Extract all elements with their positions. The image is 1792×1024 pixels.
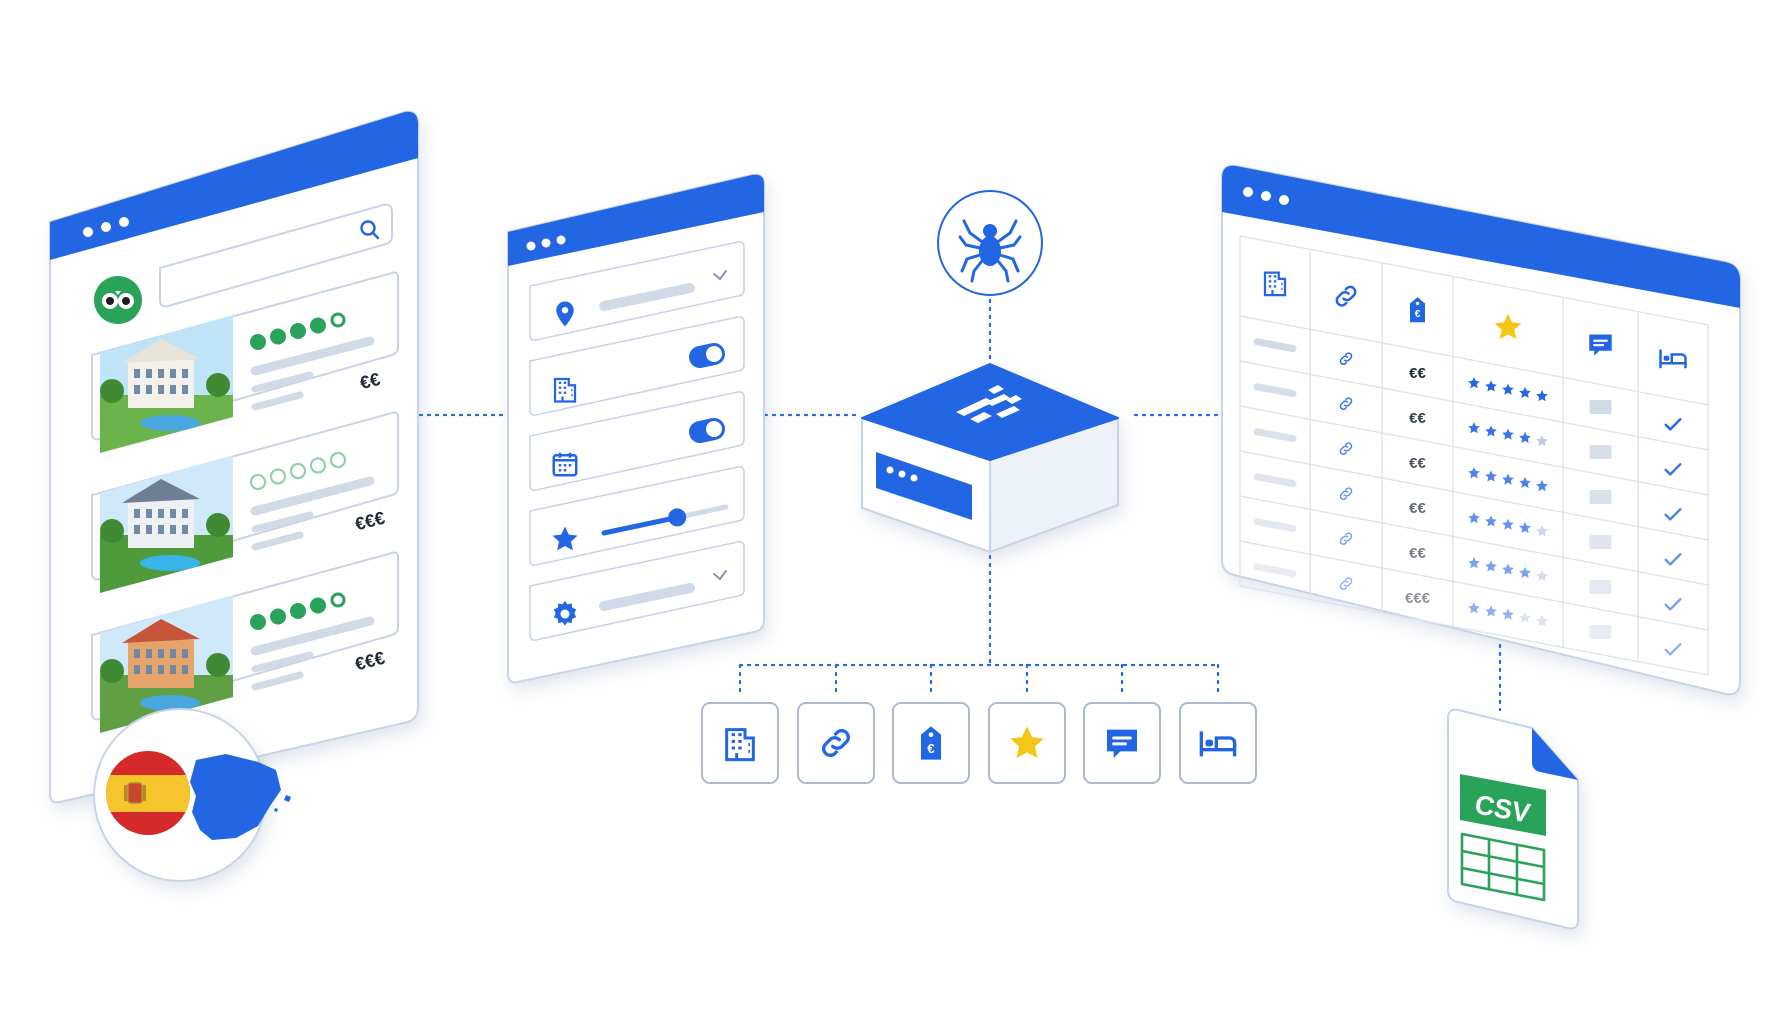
table-row: €€ — [1253, 428, 1682, 521]
price-cell: €€ — [1409, 500, 1426, 517]
scraper-server — [861, 363, 1119, 554]
table-row: €€ — [1253, 518, 1682, 611]
server-front-panel — [876, 452, 972, 520]
connector-scraper-to-fields — [738, 546, 1220, 698]
listing-window-titlebar — [50, 111, 418, 260]
rating-dots — [249, 451, 347, 491]
rating-slider[interactable] — [601, 504, 729, 536]
rating-dots — [250, 312, 346, 350]
chevron-down-icon[interactable] — [713, 270, 727, 281]
filter-window-controls — [526, 235, 566, 251]
review-placeholder — [1589, 444, 1612, 459]
filter-row[interactable] — [529, 316, 745, 416]
hotel-card[interactable]: €€€ — [91, 551, 399, 746]
field-box — [988, 702, 1066, 784]
filter-row[interactable] — [529, 541, 745, 641]
toggle-switch[interactable] — [689, 418, 725, 443]
table-row: €€€ — [1253, 563, 1682, 656]
price-cell: €€ — [1409, 455, 1426, 472]
field-box — [797, 702, 875, 784]
scraper-logo-icon — [956, 385, 1022, 423]
server-status-lights — [886, 466, 918, 482]
dropdown-value-placeholder — [599, 583, 695, 611]
filter-row[interactable] — [529, 391, 745, 491]
price-cell: €€ — [1409, 365, 1426, 382]
dropdown-value-placeholder — [599, 283, 695, 311]
hotel-price: €€ — [358, 369, 382, 393]
spider-icon — [958, 219, 1022, 283]
hotel-detail-placeholder — [251, 391, 304, 411]
hotel-name-placeholder — [1253, 563, 1297, 578]
review-placeholder — [1589, 489, 1612, 504]
hotel-name-placeholder — [1253, 428, 1297, 443]
slider-handle[interactable] — [668, 508, 687, 527]
field-box — [892, 702, 970, 784]
field-box — [1179, 702, 1257, 784]
review-placeholder — [1589, 579, 1612, 594]
filter-window-titlebar — [508, 174, 764, 266]
search-bar[interactable] — [159, 203, 393, 308]
price-cell: €€ — [1409, 545, 1426, 562]
hotel-detail-placeholder — [251, 371, 314, 393]
filter-row[interactable] — [529, 466, 745, 566]
toggle-switch[interactable] — [689, 343, 725, 368]
hotel-name-placeholder — [250, 336, 375, 376]
hotel-detail-placeholder — [251, 531, 304, 551]
hotel-card-list: €€€€€€€€ — [91, 271, 399, 746]
filter-list — [529, 241, 745, 641]
owl-logo-icon — [94, 276, 142, 324]
hotel-name-placeholder — [1253, 473, 1297, 488]
spain-flag-icon — [106, 751, 190, 835]
review-placeholder — [1589, 534, 1612, 549]
hotel-name-placeholder — [1253, 338, 1297, 353]
hotel-detail-placeholder — [251, 651, 314, 673]
csv-grid-icon — [1460, 832, 1546, 902]
csv-label-box — [1460, 774, 1546, 836]
table-row: €€ — [1253, 473, 1682, 566]
connector-lines — [418, 298, 1502, 712]
filter-row[interactable] — [529, 241, 745, 341]
field-icon-row — [701, 702, 1257, 784]
csv-file-fold — [1532, 728, 1578, 780]
hotel-detail-placeholder — [251, 671, 304, 691]
rating-dots — [250, 592, 346, 630]
spain-map-icon — [190, 754, 291, 840]
hotel-name-placeholder — [1253, 383, 1297, 398]
price-cell: €€€ — [1405, 590, 1431, 607]
table-row: €€ — [1253, 338, 1682, 431]
price-cell: €€ — [1409, 410, 1426, 427]
field-box — [701, 702, 779, 784]
table-window — [1221, 164, 1741, 696]
field-box — [1083, 702, 1161, 784]
hotel-name-placeholder — [250, 616, 375, 656]
table-window-titlebar — [1222, 165, 1740, 308]
data-table: €€€€€€€€€€€€€ — [1239, 235, 1709, 676]
review-placeholder — [1589, 624, 1612, 639]
review-placeholder — [1589, 399, 1612, 414]
hotel-detail-placeholder — [251, 511, 314, 533]
table-row: €€ — [1253, 383, 1682, 476]
hotel-name-placeholder — [250, 476, 375, 516]
chevron-down-icon[interactable] — [713, 570, 727, 581]
server-top-face — [861, 363, 1119, 461]
listing-window-controls — [83, 217, 129, 237]
table-window-controls — [1243, 187, 1289, 205]
search-icon[interactable] — [360, 220, 380, 240]
hotel-name-placeholder — [1253, 518, 1297, 533]
